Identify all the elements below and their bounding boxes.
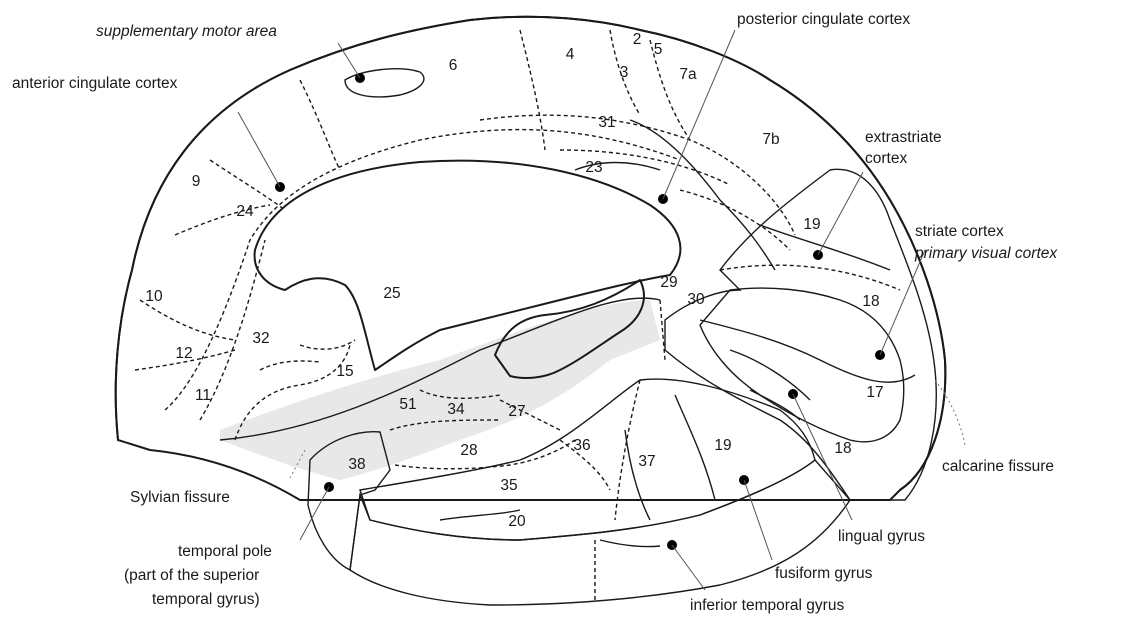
label-extrastriate-1: extrastriate: [865, 129, 942, 146]
area-20: 20: [508, 513, 526, 530]
area-32: 32: [252, 330, 269, 347]
area-18-top: 18: [862, 293, 879, 310]
label-acc: anterior cingulate cortex: [12, 75, 178, 92]
label-pcc: posterior cingulate cortex: [737, 11, 910, 28]
area-28: 28: [460, 442, 477, 459]
area-10: 10: [145, 288, 163, 305]
area-38: 38: [348, 456, 365, 473]
area-35: 35: [500, 477, 517, 494]
area-19-bottom: 19: [714, 437, 731, 454]
label-calcarine: calcarine fissure: [942, 458, 1054, 475]
area-3: 3: [620, 64, 629, 81]
area-7a: 7a: [679, 66, 697, 83]
area-36: 36: [573, 437, 590, 454]
area-30: 30: [687, 291, 705, 308]
label-striate: striate cortex: [915, 223, 1004, 240]
medial-gray-region: [220, 300, 660, 480]
area-34: 34: [447, 401, 465, 418]
label-fusiform: fusiform gyrus: [775, 565, 873, 582]
area-23: 23: [585, 159, 602, 176]
label-extrastriate-2: cortex: [865, 150, 907, 167]
area-7b: 7b: [762, 131, 779, 148]
extrastriate-region: [665, 169, 936, 500]
label-temporal-pole-1: temporal pole: [178, 543, 272, 560]
area-27: 27: [508, 403, 525, 420]
area-2: 2: [633, 31, 642, 48]
area-5: 5: [654, 41, 663, 58]
area-17: 17: [866, 384, 883, 401]
area-37: 37: [638, 453, 655, 470]
label-temporal-pole-3: temporal gyrus): [152, 591, 260, 608]
area-31: 31: [598, 114, 615, 131]
area-51: 51: [399, 396, 416, 413]
label-inferior-temporal: inferior temporal gyrus: [690, 597, 844, 614]
area-11: 11: [195, 387, 211, 404]
label-temporal-pole-2: (part of the superior: [124, 567, 259, 584]
area-19-top: 19: [803, 216, 820, 233]
area-25: 25: [383, 285, 400, 302]
area-18-bottom: 18: [834, 440, 851, 457]
area-12: 12: [175, 345, 192, 362]
area-6: 6: [449, 57, 458, 74]
area-29: 29: [660, 274, 677, 291]
striate-region: [700, 288, 904, 442]
area-24: 24: [236, 203, 254, 220]
label-sylvian: Sylvian fissure: [130, 489, 230, 506]
label-primary-visual: primary visual cortex: [914, 245, 1058, 262]
area-15: 15: [336, 363, 353, 380]
area-9: 9: [192, 173, 201, 190]
label-sma: supplementary motor area: [96, 23, 277, 40]
inferior-temporal-region: [350, 460, 850, 605]
label-lingual: lingual gyrus: [838, 528, 925, 545]
area-4: 4: [566, 46, 575, 63]
